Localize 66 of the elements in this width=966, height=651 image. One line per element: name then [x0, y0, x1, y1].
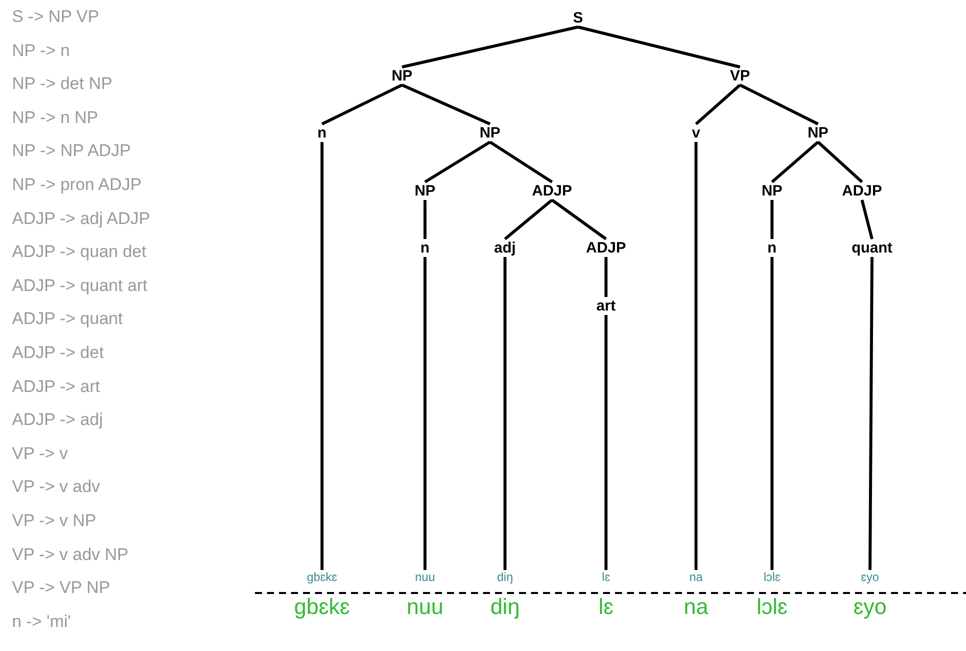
grammar-rule: VP -> v	[12, 444, 68, 462]
leaf-word: diŋ	[496, 571, 514, 583]
tree-branch	[695, 84, 741, 126]
tree-branch	[770, 257, 774, 570]
tree-branch	[489, 140, 553, 184]
tree-branch	[424, 200, 426, 239]
grammar-rule: ADJP -> art	[12, 378, 100, 395]
tree-node-label: ADJP	[531, 184, 573, 198]
tree-node-label: NP	[760, 184, 784, 198]
grammar-rule: NP -> n NP	[12, 108, 98, 126]
grammar-rule: n -> 'mi'	[12, 612, 71, 630]
grammar-rule: VP -> v NP	[12, 512, 96, 529]
grammar-rule: VP -> VP NP	[12, 579, 110, 596]
tree-branch	[868, 257, 874, 570]
tree-node-label: ADJP	[585, 240, 627, 256]
grammar-rule: NP -> pron ADJP	[12, 176, 142, 193]
transcribed-word: gbɛkɛ	[294, 596, 350, 618]
tree-branch	[320, 142, 324, 570]
tree-node-label: NP	[390, 68, 414, 84]
grammar-rule: NP -> NP ADJP	[12, 142, 131, 160]
leaf-word: lɔlɛ	[762, 571, 782, 583]
grammar-rule: ADJP -> det	[12, 344, 104, 361]
tree-branch	[578, 26, 740, 68]
transcribed-word: na	[684, 596, 708, 618]
grammar-rule: ADJP -> quant art	[12, 276, 148, 294]
tree-branch	[424, 257, 426, 570]
transcribed-word: lɔlɛ	[756, 596, 788, 618]
tree-branch	[694, 142, 698, 570]
tree-node-label: VP	[729, 68, 751, 84]
tree-node-label: NP	[806, 126, 830, 140]
tree-branch	[770, 200, 774, 239]
tree-node-label: ADJP	[841, 184, 883, 198]
grammar-rule: VP -> v adv NP	[12, 546, 128, 563]
tree-branch	[401, 84, 491, 126]
tree-node-label: adj	[493, 240, 517, 256]
grammar-rule: ADJP -> adj ADJP	[12, 210, 150, 227]
tree-node-label: S	[572, 10, 584, 26]
tree-branch	[551, 198, 607, 240]
tree-branch	[504, 198, 553, 240]
tree-node-label: NP	[478, 126, 502, 140]
grammar-rule: ADJP -> quan det	[12, 243, 146, 260]
tree-branch	[504, 257, 506, 570]
leaf-word: lɛ	[600, 571, 612, 583]
tree-branch	[321, 84, 403, 126]
grammar-rule: NP -> n	[12, 42, 70, 59]
grammar-rule: VP -> v adv	[12, 478, 100, 496]
tree-node-label: art	[595, 298, 617, 314]
grammar-rule: ADJP -> quant	[12, 310, 123, 328]
tree-branch	[604, 257, 608, 297]
transcribed-word: diŋ	[490, 596, 520, 618]
tree-branch	[739, 84, 819, 126]
grammar-rule: NP -> det NP	[12, 75, 112, 92]
transcribed-word: nuu	[406, 596, 444, 618]
tree-branch	[817, 140, 863, 184]
tree-node-label: quant	[850, 240, 894, 256]
grammar-rule: ADJP -> adj	[12, 411, 103, 428]
transcribed-word: ɛyo	[853, 596, 887, 618]
tree-node-label: NP	[414, 184, 436, 198]
transcribed-word: lɛ	[598, 596, 614, 618]
leaf-word: gbɛkɛ	[306, 571, 338, 583]
tree-branch	[860, 200, 874, 240]
grammar-rule: S -> NP VP	[12, 8, 100, 25]
tree-branch	[771, 140, 819, 184]
tree-branch	[402, 26, 578, 68]
tree-branch	[604, 315, 608, 570]
tree-branch	[424, 140, 491, 184]
